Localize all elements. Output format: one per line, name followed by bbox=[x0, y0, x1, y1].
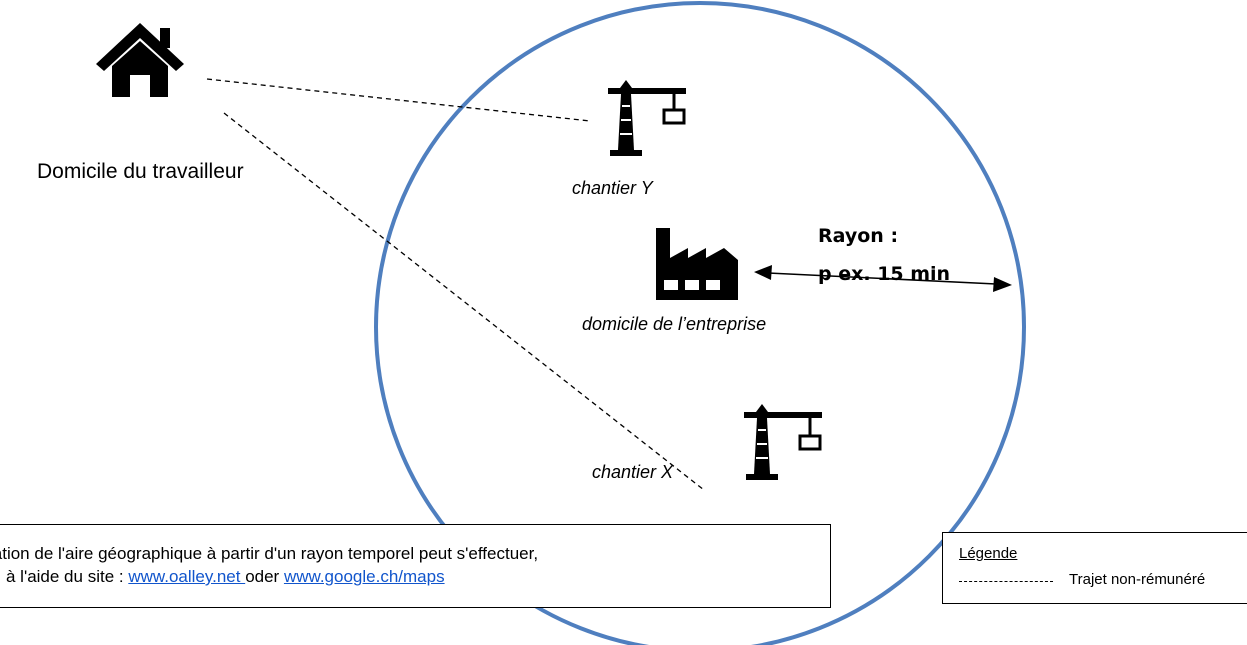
trip-line-to-site-x bbox=[223, 112, 705, 491]
site-x-label: chantier X bbox=[592, 462, 674, 482]
radius-value: p ex. 15 min bbox=[818, 263, 951, 285]
worker-home-label: Domicile du travailleur bbox=[37, 160, 244, 183]
crane-icon bbox=[744, 404, 822, 480]
factory-icon bbox=[656, 228, 738, 300]
google-maps-link[interactable]: www.google.ch/maps bbox=[283, 567, 445, 586]
radius-circle bbox=[374, 1, 1026, 645]
oalley-link[interactable]: www.oalley.net bbox=[128, 567, 246, 586]
info-text-line2: par exemple, à l'aide du site : www.oall… bbox=[0, 566, 445, 588]
house-icon bbox=[96, 23, 184, 97]
legend-title: Légende bbox=[959, 545, 1018, 562]
site-y-label: chantier Y bbox=[572, 178, 653, 198]
legend-dash-line bbox=[959, 581, 1053, 582]
info-box: La détermination de l'aire géographique … bbox=[0, 524, 831, 608]
radius-title: Rayon : bbox=[818, 225, 899, 247]
crane-icon bbox=[608, 80, 686, 156]
info-text-line1: La détermination de l'aire géographique … bbox=[0, 544, 539, 563]
info-connector: oder bbox=[245, 567, 284, 586]
info-text-prefix: par exemple, à l'aide du site : bbox=[0, 567, 124, 586]
trip-line-to-site-y bbox=[206, 78, 591, 122]
company-label: domicile de l’entreprise bbox=[582, 314, 767, 334]
legend-entry-label: Trajet non-rémunéré bbox=[1069, 571, 1206, 588]
legend-box: Légende Trajet non-rémunéré bbox=[942, 532, 1247, 604]
radius-arrow bbox=[754, 265, 1012, 292]
